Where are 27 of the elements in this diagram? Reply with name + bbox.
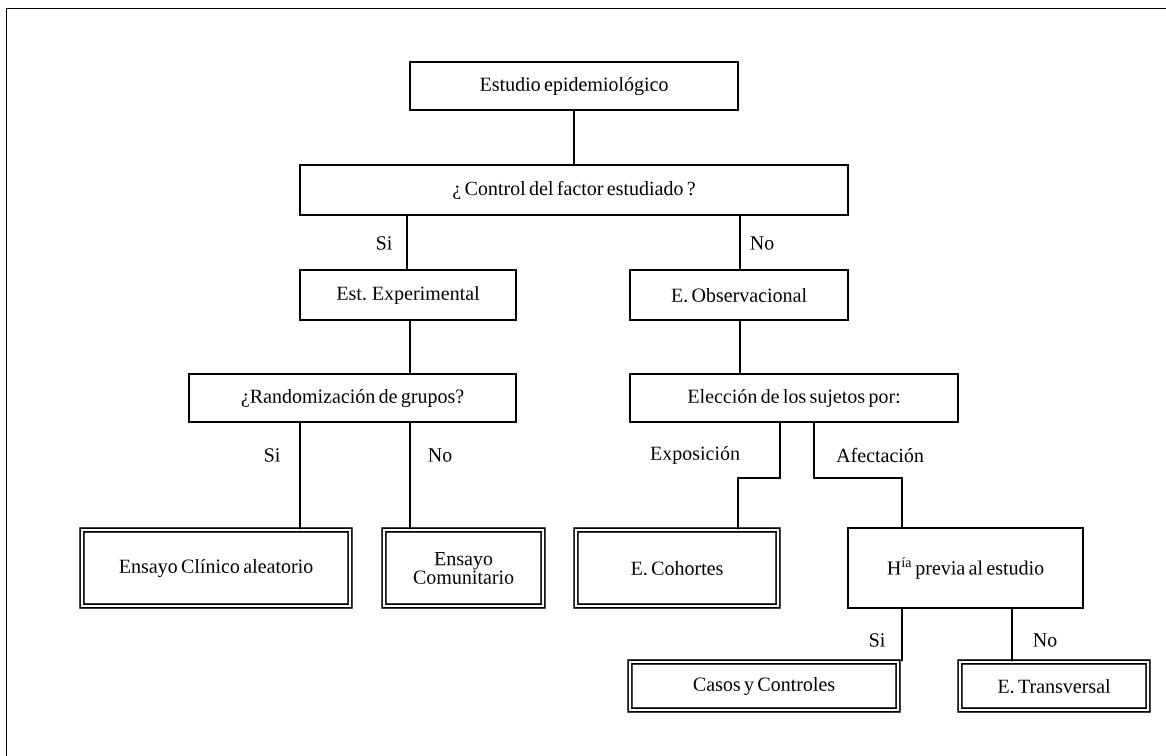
process-box: Estudio epidemiológico <box>409 61 739 111</box>
connector-line <box>409 422 411 531</box>
process-box: ¿ Control del factor estudiado ? <box>299 164 849 216</box>
connector-line <box>406 215 408 270</box>
result-box: Ensayo Comunitario <box>381 527 546 609</box>
connector-line <box>299 422 301 531</box>
process-box: Est. Experimental <box>299 269 517 321</box>
connector-line <box>1011 608 1013 663</box>
connector-line <box>739 320 741 374</box>
connector-line <box>737 422 781 531</box>
result-box: Casos y Controles <box>627 659 901 713</box>
connector-line <box>739 215 741 270</box>
result-box: E. Cohortes <box>573 527 781 609</box>
connector-line <box>573 110 575 165</box>
process-box: E. Observacional <box>629 269 849 321</box>
process-box: ¿Randomización de grupos? <box>188 373 517 423</box>
connector-line <box>813 422 903 528</box>
edge-label: Exposición <box>649 444 741 466</box>
edge-label: No <box>1031 632 1059 648</box>
process-box: H$^{ía}$ previa al estudio <box>847 527 1084 609</box>
result-box: Ensayo Clínico aleatorio <box>79 527 353 609</box>
edge-label: No <box>426 447 454 463</box>
connector-line <box>901 608 903 663</box>
process-box: Elección de los sujetos por: <box>629 373 959 423</box>
connector-line <box>409 320 411 374</box>
result-box: E. Transversal <box>957 659 1151 713</box>
edge-label: No <box>748 235 776 251</box>
